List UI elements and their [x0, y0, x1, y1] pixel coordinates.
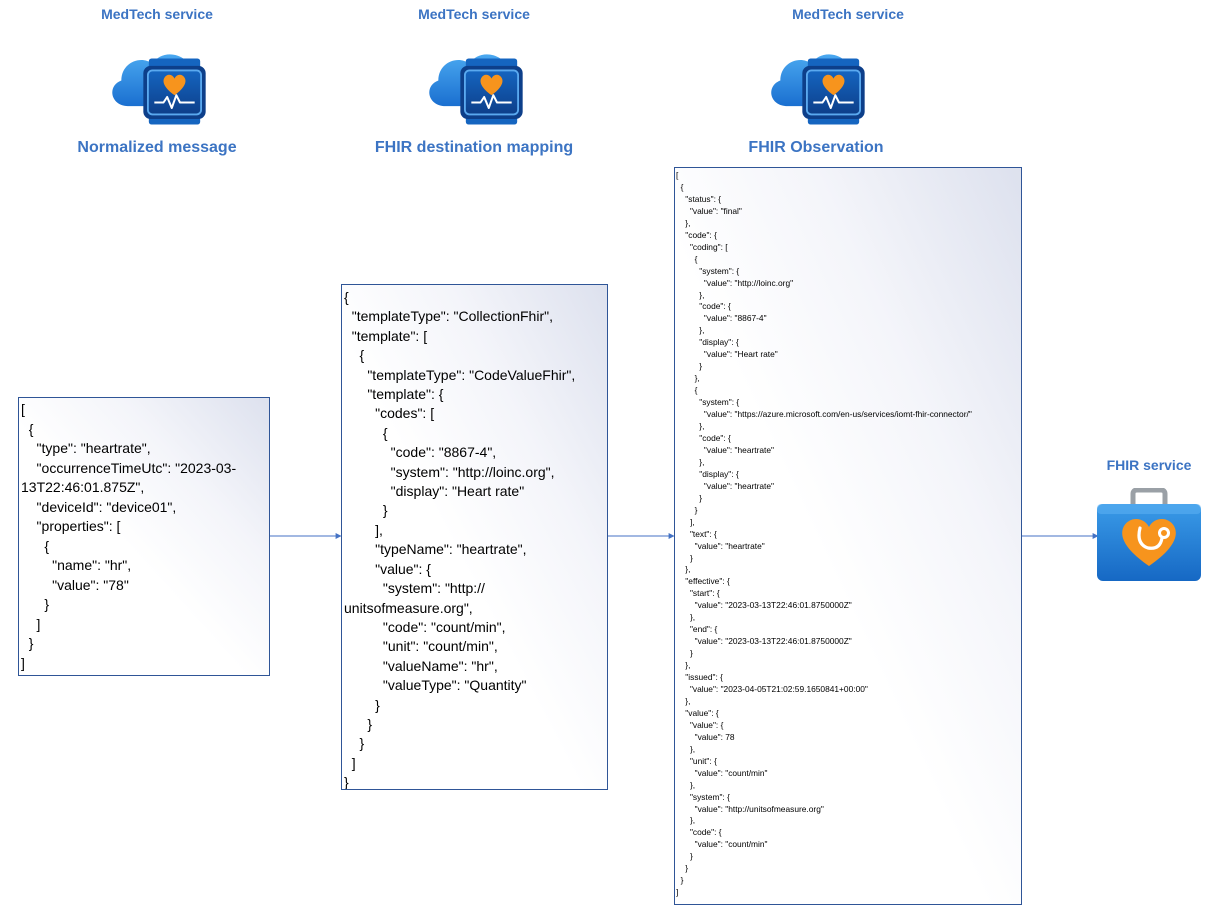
normalized-message-json: [ { "type": "heartrate", "occurrenceTime…: [21, 401, 237, 671]
normalized-message-box: [ { "type": "heartrate", "occurrenceTime…: [18, 397, 270, 676]
service-label-mapping: MedTech service: [418, 6, 530, 22]
fhir-service-title: FHIR service: [1106, 457, 1192, 473]
stage-title-fhir-observation: FHIR Observation: [748, 139, 884, 156]
fhir-service-icon: [1097, 488, 1201, 581]
fhir-observation-json: [ { "status": { "value": "final" }, "cod…: [676, 170, 972, 898]
service-label-normalized: MedTech service: [101, 6, 213, 22]
fhir-observation-box: [ { "status": { "value": "final" }, "cod…: [674, 167, 1022, 905]
stage-title-fhir-destination-mapping: FHIR destination mapping: [374, 139, 574, 156]
service-label-observation: MedTech service: [792, 6, 904, 22]
fhir-destination-mapping-json: { "templateType": "CollectionFhir", "tem…: [344, 289, 576, 790]
fhir-destination-mapping-box: { "templateType": "CollectionFhir", "tem…: [341, 284, 608, 790]
stage-title-normalized-message: Normalized message: [77, 139, 237, 156]
